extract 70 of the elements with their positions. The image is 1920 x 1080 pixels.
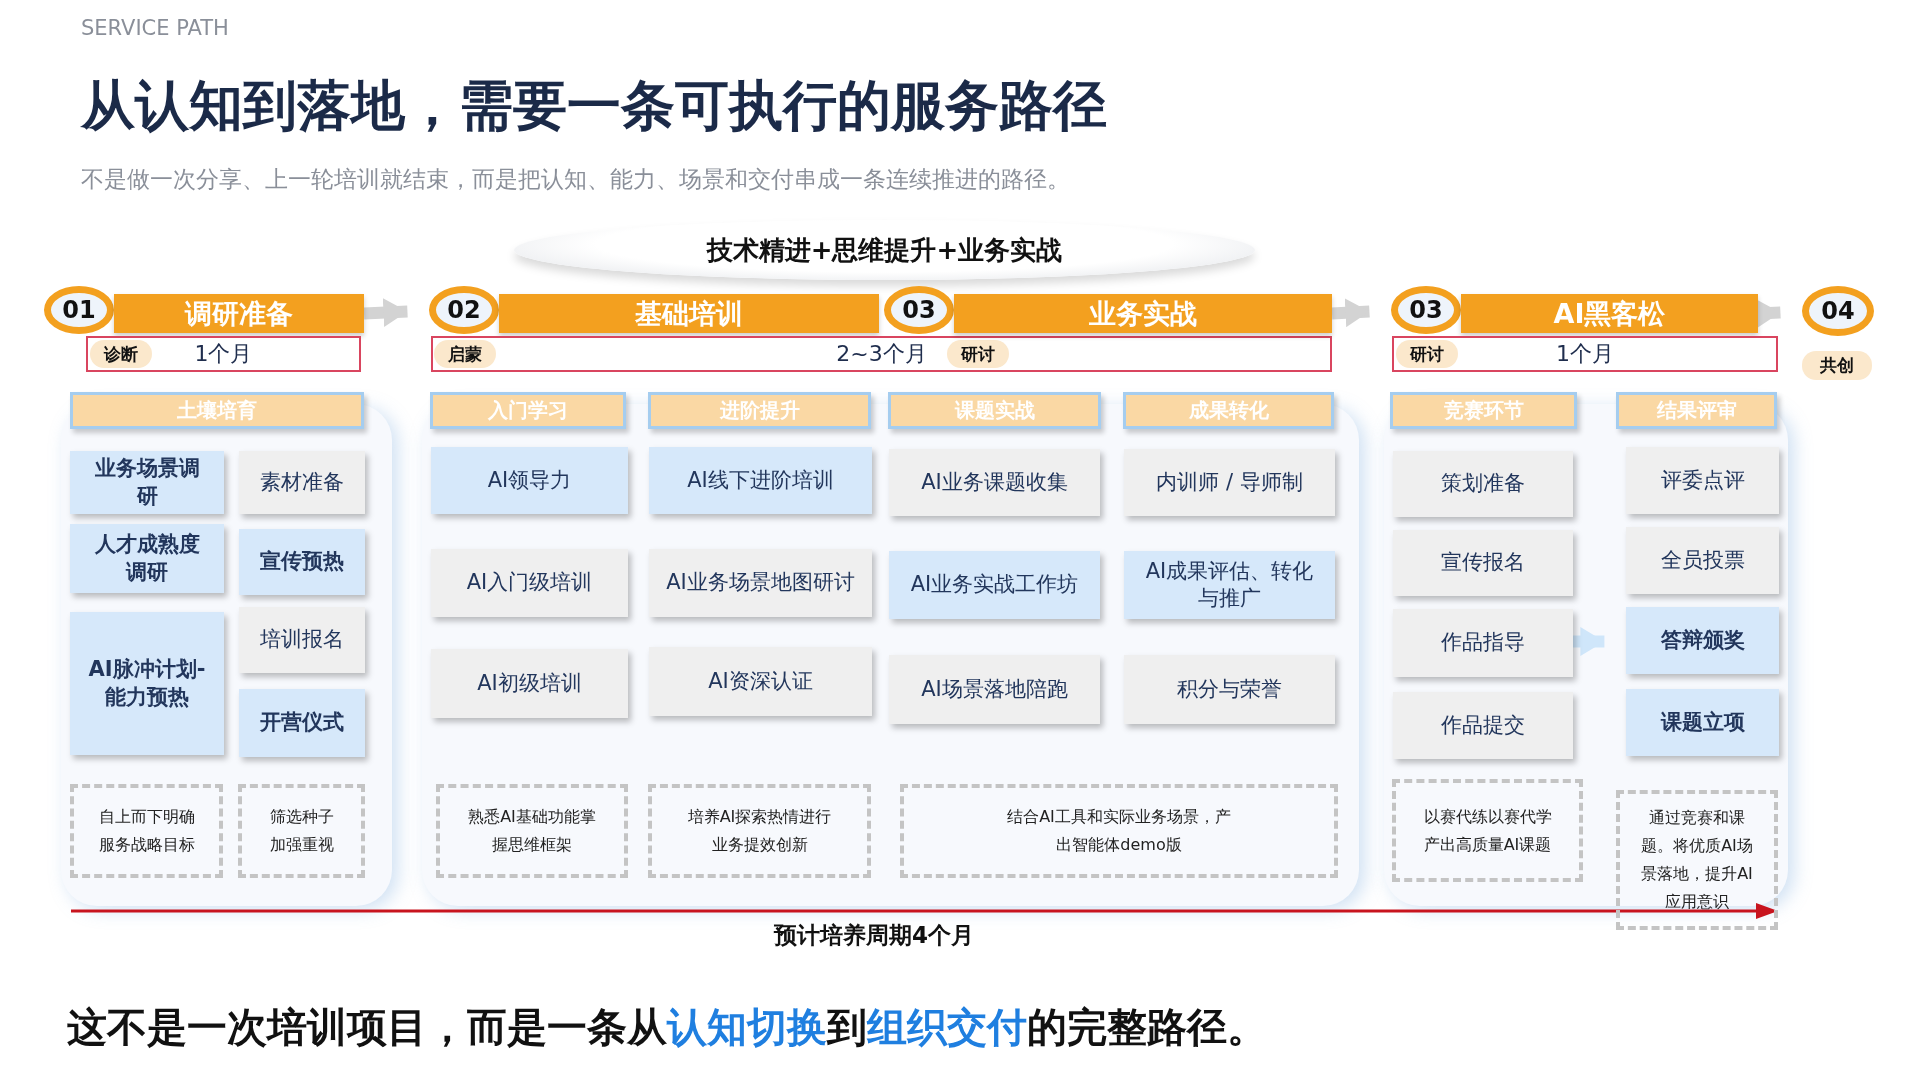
activity-box: 业务场景调研: [70, 451, 224, 514]
activity-box: 全员投票: [1626, 527, 1779, 594]
stage-tag: 共创: [1802, 351, 1872, 380]
column-header: 结果评审: [1616, 392, 1777, 429]
step-number-circle: 03: [884, 286, 954, 334]
activity-box: AI业务课题收集: [889, 449, 1100, 516]
activity-box: AI业务实战工作坊: [889, 551, 1100, 619]
note-box: 通过竞赛和课题。将优质AI场景落地，提升AI应用意识: [1616, 790, 1778, 930]
activity-box: AI领导力: [431, 447, 628, 514]
note-box: 培养AI探索热情进行业务提效创新: [648, 784, 871, 878]
column-header: 成果转化: [1123, 392, 1334, 429]
stage-tag: 启蒙: [434, 340, 496, 368]
step-number-circle: 01: [44, 286, 114, 334]
duration-text: 2~3个月: [836, 340, 927, 368]
note-box: 以赛代练以赛代学产出高质量AI课题: [1392, 779, 1583, 882]
arrow: [1573, 627, 1605, 656]
page-title: 从认知到落地，需要一条可执行的服务路径: [81, 73, 1107, 139]
theme-ellipse: 技术精进+思维提升+业务实战: [514, 220, 1255, 280]
summary-text: 这不是一次培训项目，而是一条从认知切换到组织交付的完整路径。: [67, 1003, 1267, 1052]
column-header: 课题实战: [888, 392, 1101, 429]
activity-box: 答辩颁奖: [1626, 607, 1779, 674]
step-number-circle: 02: [429, 286, 499, 334]
activity-box: 评委点评: [1626, 447, 1779, 514]
activity-box: AI脉冲计划-能力预热: [70, 612, 224, 755]
activity-box: AI资深认证: [649, 647, 872, 716]
activity-box: AI入门级培训: [431, 549, 628, 617]
activity-box: 人才成熟度调研: [70, 524, 224, 593]
activity-box: AI场景落地陪跑: [889, 655, 1100, 724]
column-header: 入门学习: [430, 392, 626, 429]
activity-box: 作品指导: [1393, 609, 1573, 677]
note-box: 熟悉AI基础功能掌握思维框架: [436, 784, 628, 878]
phase-banner: 调研准备: [114, 294, 364, 333]
activity-box: 素材准备: [239, 451, 365, 514]
activity-box: 开营仪式: [239, 689, 365, 757]
activity-box: 课题立项: [1626, 689, 1779, 756]
column-header: 竞赛环节: [1390, 392, 1577, 429]
column-header: 土壤培育: [70, 392, 364, 429]
activity-box: AI初级培训: [431, 649, 628, 718]
stage-tag: 研讨: [947, 340, 1009, 368]
activity-box: 作品提交: [1393, 692, 1573, 759]
step-number-circle: 04: [1802, 286, 1874, 336]
stage-tag: 研讨: [1396, 340, 1458, 368]
timeline-label: 预计培养周期4个月: [774, 921, 974, 950]
phase-banner: 业务实战: [954, 294, 1332, 333]
duration-box: [86, 336, 361, 372]
note-box: 筛选种子加强重视: [238, 784, 365, 878]
activity-box: 宣传报名: [1393, 530, 1573, 596]
activity-box: 策划准备: [1393, 451, 1573, 517]
activity-box: 积分与荣誉: [1124, 655, 1335, 724]
arrow: [1331, 298, 1370, 328]
duration-text: 1个月: [1556, 340, 1614, 368]
activity-box: 培训报名: [239, 607, 365, 673]
activity-box: AI业务场景地图研讨: [649, 549, 872, 617]
column-header: 进阶提升: [648, 392, 871, 429]
stage-tag: 诊断: [90, 340, 152, 368]
activity-box: 宣传预热: [239, 529, 365, 595]
phase-banner: 基础培训: [499, 294, 879, 333]
note-box: 自上而下明确服务战略目标: [70, 784, 223, 878]
duration-box: [431, 336, 1332, 372]
activity-box: AI线下进阶培训: [649, 447, 872, 514]
duration-text: 1个月: [194, 340, 253, 368]
activity-box: AI成果评估、转化与推广: [1124, 551, 1335, 619]
step-number-circle: 03: [1391, 286, 1461, 334]
phase-banner: AI黑客松: [1461, 294, 1758, 333]
arrow: [363, 298, 408, 327]
subtitle: 不是做一次分享、上一轮培训就结束，而是把认知、能力、场景和交付串成一条连续推进的路径。: [81, 165, 1070, 194]
note-box: 结合AI工具和实际业务场景，产出智能体demo版: [900, 784, 1338, 878]
duration-box: [1392, 336, 1778, 372]
section-label: SERVICE PATH: [81, 16, 229, 40]
activity-box: 内训师 / 导师制: [1124, 449, 1335, 516]
